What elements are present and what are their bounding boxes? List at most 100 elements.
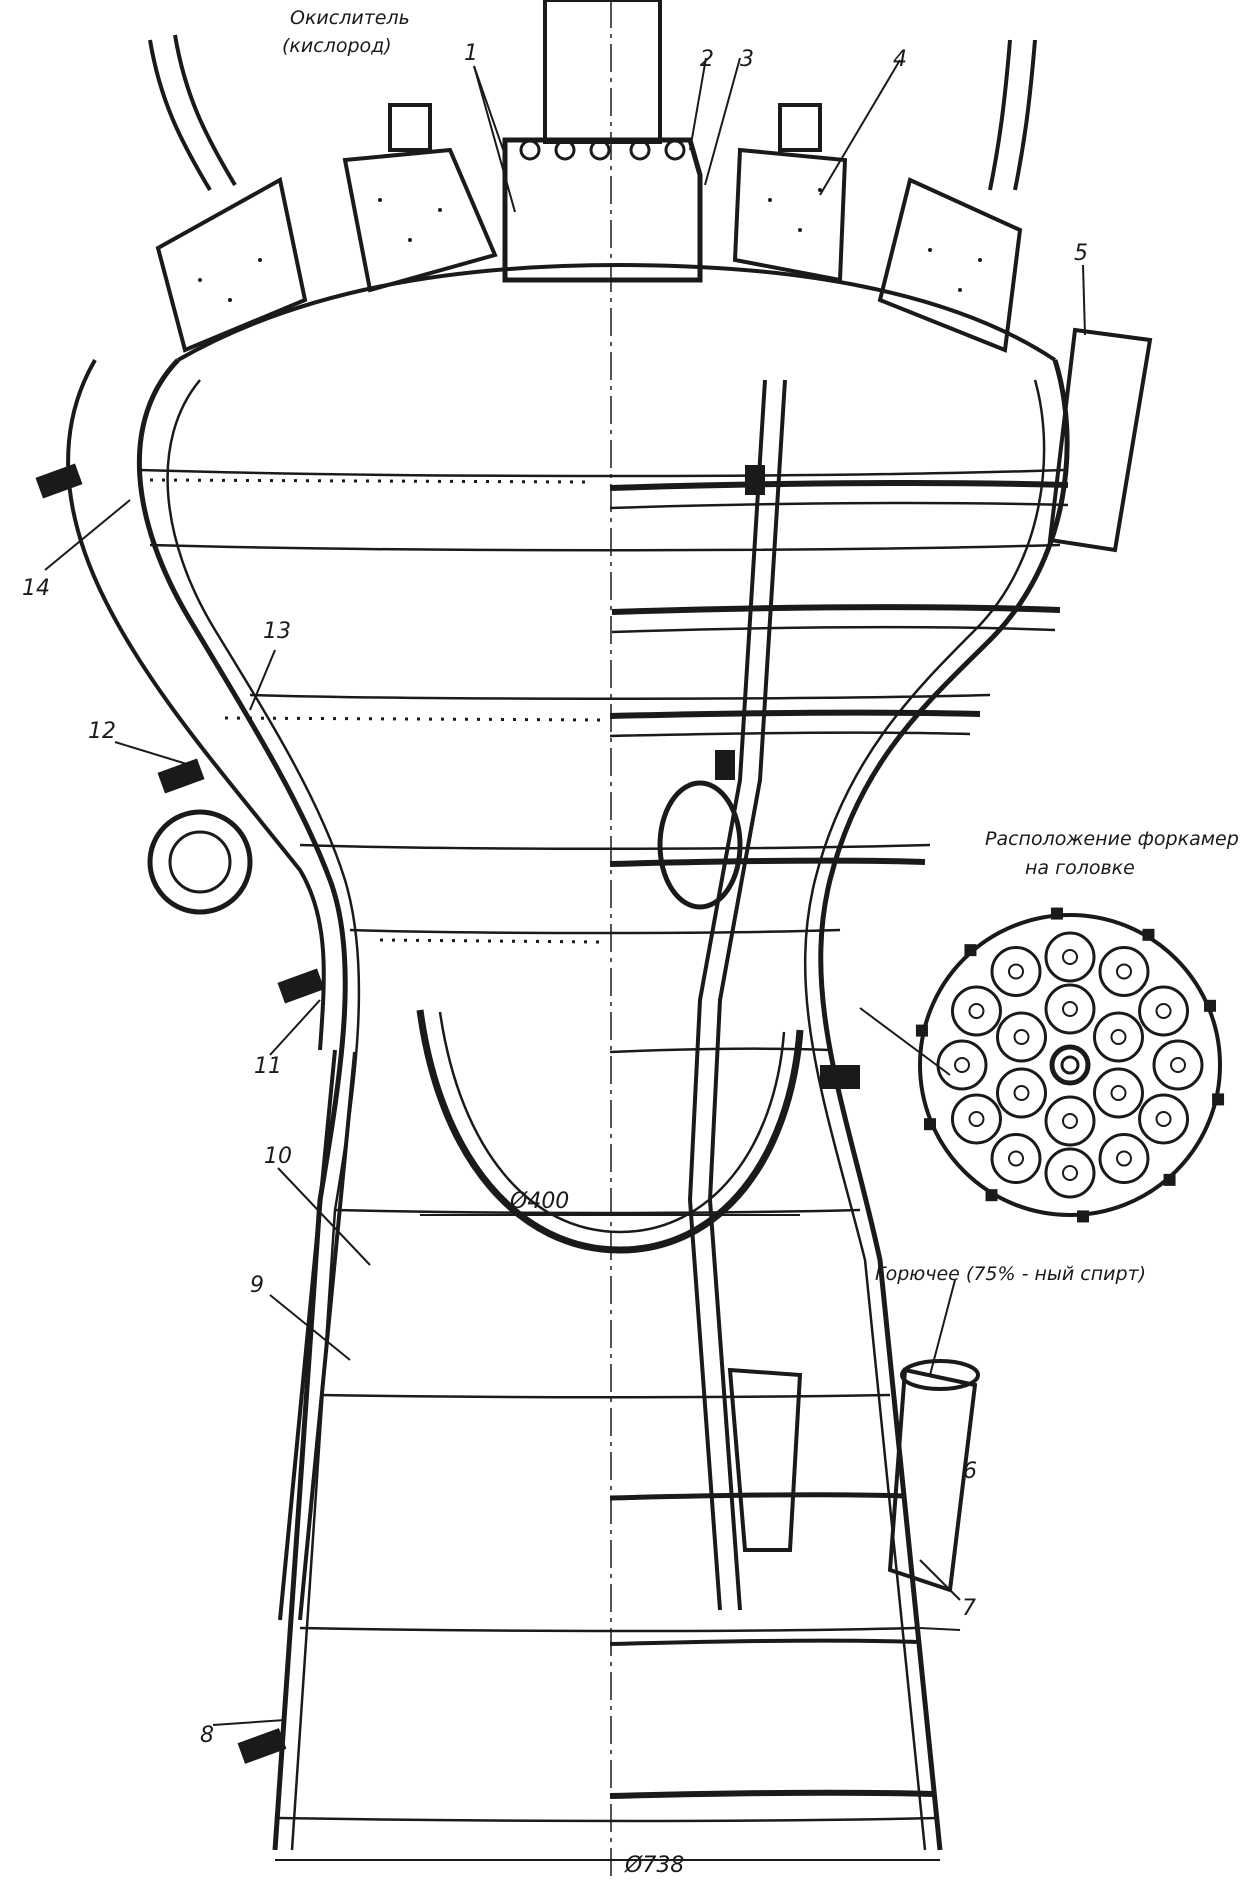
throat-curve <box>416 1009 804 1254</box>
inset-edge-fitting <box>1077 1210 1090 1223</box>
central-pipe <box>543 0 662 144</box>
inset-inner-prechamber <box>1092 1011 1144 1063</box>
inset-edge-fitting <box>985 1189 998 1202</box>
head-prechambers <box>148 0 1153 553</box>
inset-outer-prechamber <box>990 1133 1042 1185</box>
chamber-outline <box>136 358 1070 1851</box>
inset-inner-prechamber-core <box>1062 1001 1078 1017</box>
dim-throat-label: Ø400 <box>509 1189 569 1214</box>
part-number-11: 11 <box>254 1054 282 1079</box>
captions: Окислитель (кислород) Расположение форка… <box>282 7 1239 1285</box>
rivet-rows <box>149 478 601 944</box>
inset-center-hub-inner <box>1060 1055 1080 1075</box>
fuel-label: Горючее (75% - ный спирт) <box>875 1263 1146 1285</box>
inset-outer-prechamber <box>990 945 1042 997</box>
inset-edge-fitting <box>1212 1093 1225 1106</box>
inset-outer-prechamber-core <box>1008 1150 1024 1167</box>
leader-lines <box>44 57 1086 1726</box>
dim-exit-label: Ø738 <box>624 1853 684 1876</box>
fittings <box>35 463 860 1764</box>
inset-outer-prechamber <box>936 1039 988 1091</box>
fuel-inlet-flange <box>900 1359 980 1391</box>
prechamber-layout-inset <box>915 907 1225 1223</box>
inset-edge-fitting <box>1204 999 1217 1012</box>
igniter-cup <box>727 1367 803 1552</box>
inset-outer-prechamber-core <box>1155 1111 1172 1127</box>
inset-outer-prechamber-core <box>1008 963 1024 980</box>
inner-wall-right <box>803 379 1046 1851</box>
oxidizer-label: Окислитель <box>290 7 410 29</box>
inset-inner-prechamber <box>1044 1095 1096 1147</box>
inset-inner-prechamber <box>996 1011 1048 1063</box>
inset-outer-prechamber <box>1138 985 1190 1037</box>
part-number-9: 9 <box>250 1273 264 1298</box>
tube-left-lower <box>278 1049 337 1621</box>
coil-left-inner <box>168 830 232 894</box>
part-number-14: 14 <box>22 576 50 601</box>
chamber-bands <box>139 468 1069 1823</box>
inset-caption-line2: на головке <box>1025 857 1135 879</box>
inset-outer-prechamber-core <box>1062 949 1078 965</box>
tube-left-lower-b <box>298 1051 357 1621</box>
part-number-3: 3 <box>740 47 754 72</box>
inset-center-hub <box>1049 1044 1091 1086</box>
part-number-12: 12 <box>88 719 116 744</box>
inset-outer-prechamber-core <box>968 1111 985 1127</box>
inset-outer-prechamber <box>1044 931 1096 983</box>
oxidizer-sublabel: (кислород) <box>282 35 392 57</box>
tube-right-main <box>687 379 767 1611</box>
inset-inner-prechamber <box>1092 1067 1144 1119</box>
part-number-4: 4 <box>893 47 907 72</box>
inset-edge-fitting <box>923 1118 936 1131</box>
inset-outer-prechamber-core <box>1155 1003 1172 1019</box>
inset-head-circle <box>918 913 1222 1217</box>
tube-left-outer <box>66 358 326 1051</box>
inset-outer-prechamber-core <box>1062 1165 1078 1181</box>
part-number-7: 7 <box>962 1596 976 1621</box>
inset-prechambers <box>915 907 1225 1223</box>
inset-outer-prechamber-core <box>1116 963 1132 980</box>
inset-outer-prechamber <box>1098 1133 1150 1185</box>
inset-edge-fitting <box>915 1024 928 1037</box>
inset-edge-fitting <box>1050 907 1063 920</box>
prechamber-1 <box>155 176 308 353</box>
inset-edge-fitting <box>1142 928 1155 941</box>
inset-inner-prechamber-core <box>1062 1113 1078 1129</box>
inset-outer-prechamber <box>1138 1093 1190 1145</box>
inset-edge-fitting <box>1163 1173 1176 1186</box>
central-head-block <box>502 137 703 283</box>
central-bolts <box>519 139 686 161</box>
inset-outer-prechamber-core <box>1170 1057 1186 1073</box>
inset-edge-fitting <box>964 944 977 957</box>
inset-outer-prechamber <box>1098 945 1150 997</box>
inset-inner-prechamber <box>1044 983 1096 1035</box>
inset-outer-prechamber <box>1044 1147 1096 1199</box>
dimensions: Ø400 Ø738 <box>275 1189 940 1878</box>
inset-inner-prechamber-core <box>1110 1085 1127 1101</box>
combustion-chamber <box>136 0 1070 1876</box>
prechamber-4 <box>732 147 848 283</box>
inset-outer-prechamber <box>1152 1039 1204 1091</box>
part-number-6: 6 <box>963 1459 977 1484</box>
inset-inner-prechamber-core <box>1013 1085 1030 1101</box>
part-numbers: 1 2 3 4 5 6 7 8 9 10 11 12 13 14 <box>22 41 1088 1748</box>
part-number-10: 10 <box>264 1144 292 1169</box>
inset-inner-prechamber-core <box>1013 1029 1030 1045</box>
part-number-5: 5 <box>1074 241 1088 266</box>
oxidizer-feed-pipes <box>148 34 1037 192</box>
prechamber-5 <box>877 177 1023 353</box>
head-dome <box>177 262 1057 362</box>
part-number-2: 2 <box>700 47 714 72</box>
inset-caption-line1: Расположение форкамер <box>985 828 1239 850</box>
part-number-13: 13 <box>263 619 291 644</box>
tube-right-main-b <box>707 379 787 1611</box>
outlet-pipe-5 <box>1047 327 1153 553</box>
coolant-tubes <box>35 358 980 1764</box>
prechamber-2 <box>342 147 498 293</box>
inset-outer-prechamber <box>950 1093 1002 1145</box>
part-number-8: 8 <box>200 1723 214 1748</box>
throat-curve-inner <box>438 1011 786 1234</box>
inset-inner-prechamber-core <box>1110 1029 1127 1045</box>
